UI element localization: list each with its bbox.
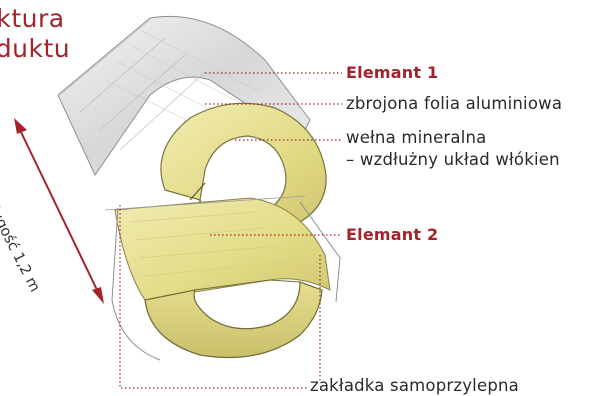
label-element2: Elemant 2 bbox=[346, 225, 438, 244]
label-tab: zakładka samoprzylepna bbox=[310, 376, 519, 395]
lower-element-wool bbox=[115, 198, 330, 358]
label-foil: zbrojona folia aluminiowa bbox=[346, 94, 562, 113]
label-element1: Elemant 1 bbox=[346, 63, 438, 82]
label-wool-line1: wełna mineralna bbox=[346, 128, 486, 147]
label-wool-line2: – wzdłużny układ włókien bbox=[346, 150, 560, 169]
